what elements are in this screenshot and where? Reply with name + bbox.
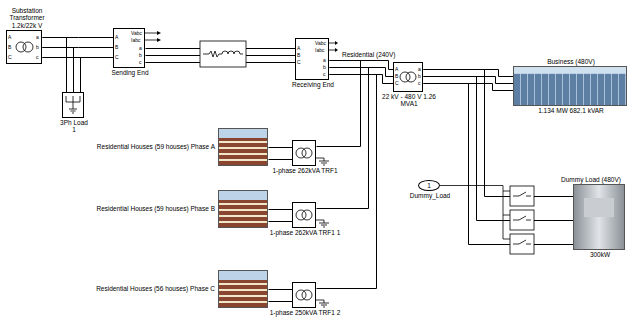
block-label: Business (480V): [516, 58, 626, 65]
port-name: b: [418, 73, 421, 79]
port-name: A: [297, 45, 300, 51]
wire: [317, 68, 369, 209]
wire: [330, 68, 394, 77]
wire: [269, 159, 293, 160]
residential-load: Residential Houses (59 houses) Phase B: [218, 190, 268, 228]
wire: [269, 301, 293, 302]
port-name: a: [418, 66, 421, 72]
port-name: A: [8, 34, 11, 40]
residential-load: Residential Houses (56 houses) Phase C: [218, 270, 268, 308]
block-label: Sending End: [105, 69, 155, 76]
port-name: A: [115, 34, 118, 40]
port-name: B: [395, 73, 398, 79]
wire: [330, 61, 394, 70]
wire: [43, 58, 81, 93]
power-line: [269, 290, 293, 302]
block-label: 1-phase 250kVA TRF1 2: [260, 309, 350, 316]
block-label: Dummy Load (480V): [551, 176, 631, 183]
port-name: c: [36, 54, 39, 60]
power-line: [330, 61, 394, 84]
wire: [269, 209, 293, 210]
wire: [330, 75, 394, 84]
wire: [43, 38, 67, 93]
port-name: B: [115, 44, 118, 50]
dummy-load: Dummy Load (480V)300kW: [573, 184, 625, 250]
wire: [269, 289, 293, 290]
business-load: Business (480V)1.134 MW 682.1 kVAR: [513, 66, 627, 106]
bus-label: Residential (240V): [341, 51, 396, 58]
wire: [43, 48, 74, 93]
transformer-block: 1-phase 262kVA TRF1 1: [292, 202, 316, 228]
load-block: 3Ph Load 1: [62, 92, 84, 118]
block-label: 22 kV - 480 V 1.26 MVA1: [382, 93, 436, 108]
block-label: Residential Houses (56 houses) Phase C: [87, 285, 215, 292]
wire: [317, 61, 361, 147]
residential-load: Residential Houses (59 houses) Phase A: [218, 128, 268, 166]
power-line: [317, 75, 377, 289]
power-line: [317, 68, 369, 209]
wire: [269, 147, 293, 148]
port-name: A: [395, 66, 398, 72]
port-name: C: [395, 80, 399, 86]
port-name: b: [139, 52, 142, 58]
port-name: c: [139, 59, 142, 65]
port-name: c: [323, 71, 326, 77]
transformer-block: 1-phase 262kVA TRF1: [292, 140, 316, 166]
port-name: Iabc: [131, 37, 140, 43]
port-name: c: [418, 80, 421, 86]
wire: [269, 221, 293, 222]
port-name: Vabc: [131, 30, 142, 36]
block-label: 1.134 MW 682.1 kVAR: [536, 107, 606, 114]
port-name: C: [115, 54, 119, 60]
power-line: [43, 38, 81, 93]
block-label: Receiving End: [285, 81, 341, 88]
port-name: b: [323, 64, 326, 70]
port-name: a: [139, 45, 142, 51]
port-name: a: [36, 34, 39, 40]
block-label: Residential Houses (59 houses) Phase B: [87, 205, 215, 212]
block-label: Residential Houses (59 houses) Phase A: [87, 143, 215, 150]
transformer-block: 1-phase 250kVA TRF1 2: [292, 282, 316, 308]
port-name: Iabc: [315, 47, 324, 53]
power-line: [317, 61, 361, 147]
wire: [424, 70, 514, 77]
block-label: Substation Transformer 1.2k/22k V: [3, 7, 51, 29]
wire: [424, 77, 514, 84]
power-line: [269, 148, 293, 160]
port-name: B: [8, 44, 11, 50]
block-label: 1-phase 262kVA TRF1 1: [260, 229, 350, 236]
port-name: a: [323, 57, 326, 63]
power-line: [269, 210, 293, 222]
wire: [317, 75, 377, 289]
port-name: Vabc: [315, 40, 326, 46]
block-label: 3Ph Load 1: [59, 119, 89, 134]
block-label: 1: [419, 181, 439, 190]
port-name: B: [297, 52, 300, 58]
port-name: b: [36, 44, 39, 50]
port-name: C: [8, 54, 12, 60]
inport-block: 1Dummy_Load: [418, 180, 440, 191]
port-name: C: [297, 59, 301, 65]
block-label: 300kW: [575, 251, 625, 258]
block-label: 1-phase 262kVA TRF1: [260, 167, 350, 174]
block-label: Dummy_Load: [400, 192, 460, 199]
